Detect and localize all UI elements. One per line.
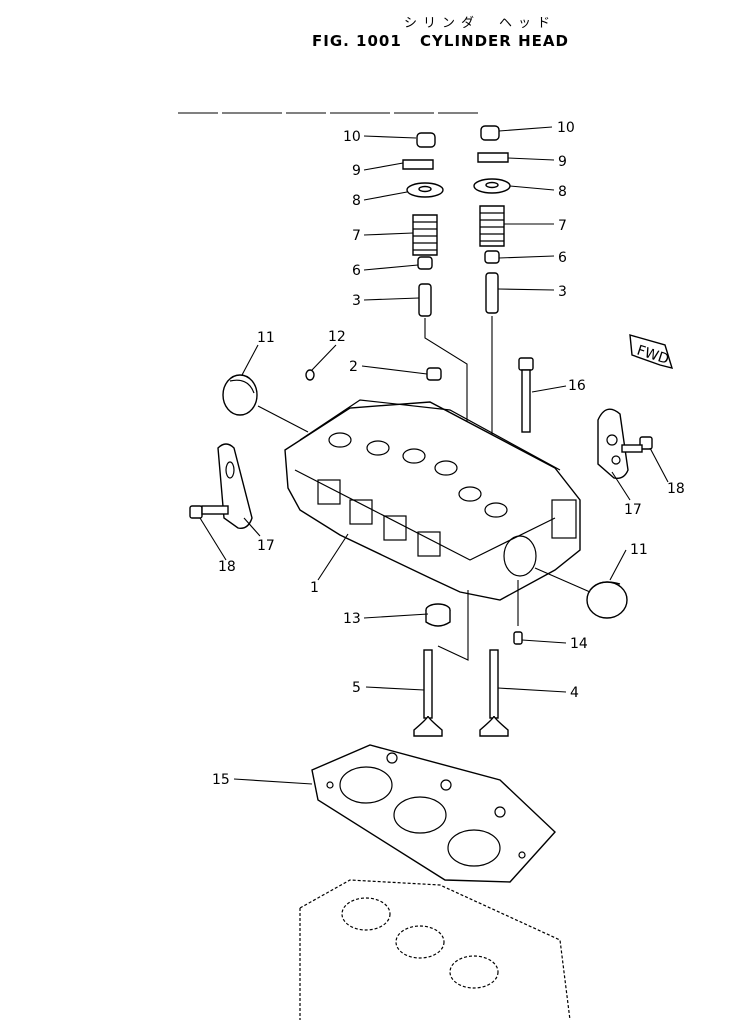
callout-7: 7 <box>352 228 361 244</box>
part-10-valve-cap[interactable] <box>480 125 500 141</box>
callout-13: 13 <box>343 611 361 627</box>
part-11-expansion-plug-left[interactable] <box>222 374 258 416</box>
part-1-cylinder-head[interactable] <box>284 399 581 601</box>
figure-number: FIG. 1001 <box>312 32 402 50</box>
part-6-valve-seal[interactable] <box>417 256 433 270</box>
figure-name: CYLINDER HEAD <box>420 32 569 50</box>
part-2-plug[interactable] <box>426 367 442 381</box>
callout-11: 11 <box>630 542 648 558</box>
part-6-valve-seal[interactable] <box>484 250 500 264</box>
part-7-valve-spring[interactable] <box>412 214 438 256</box>
callout-3: 3 <box>352 293 361 309</box>
callout-15: 15 <box>212 772 230 788</box>
callout-10: 10 <box>557 120 575 136</box>
callout-14: 14 <box>570 636 588 652</box>
cylinder-block-outline <box>299 879 571 1020</box>
part-16-bolt[interactable] <box>518 357 534 433</box>
part-9-cotter[interactable] <box>477 152 509 163</box>
callout-6: 6 <box>352 263 361 279</box>
part-17-bracket-right[interactable] <box>597 408 629 480</box>
part-13-seal-cup[interactable] <box>425 603 451 627</box>
part-9-cotter[interactable] <box>402 159 434 170</box>
callout-4: 4 <box>570 685 579 701</box>
title-japanese: シリンダ ヘッド <box>404 16 557 31</box>
part-17-bracket-left[interactable] <box>217 443 253 529</box>
part-3-valve-guide[interactable] <box>418 283 432 317</box>
callout-9: 9 <box>352 163 361 179</box>
part-11-expansion-plug-right[interactable] <box>586 581 628 619</box>
part-4-exhaust-valve[interactable] <box>479 649 509 737</box>
callout-17: 17 <box>624 502 642 518</box>
part-15-head-gasket[interactable] <box>311 744 556 883</box>
callout-11: 11 <box>257 330 275 346</box>
figure-title: FIG. 1001 CYLINDER HEAD <box>312 32 581 50</box>
part-18-bolt-right[interactable] <box>621 436 653 453</box>
part-18-bolt-left[interactable] <box>189 505 229 519</box>
callout-1: 1 <box>310 580 319 596</box>
callout-18: 18 <box>667 481 685 497</box>
part-12-dowel-pin[interactable] <box>305 369 315 381</box>
part-5-intake-valve[interactable] <box>413 649 443 737</box>
callout-9: 9 <box>558 154 567 170</box>
callout-16: 16 <box>568 378 586 394</box>
valve-stack-left <box>402 132 468 474</box>
part-10-valve-cap[interactable] <box>416 132 436 148</box>
callout-12: 12 <box>328 329 346 345</box>
leader-lines <box>199 126 669 785</box>
callout-8: 8 <box>558 184 567 200</box>
forward-direction-marker: FWD <box>629 334 674 369</box>
callout-8: 8 <box>352 193 361 209</box>
callout-2: 2 <box>349 359 358 375</box>
callout-5: 5 <box>352 680 361 696</box>
callout-7: 7 <box>558 218 567 234</box>
part-3-valve-guide[interactable] <box>485 272 499 314</box>
callout-18: 18 <box>218 559 236 575</box>
callout-3: 3 <box>558 284 567 300</box>
valve-stack-right <box>473 125 511 496</box>
part-14-dowel-pin[interactable] <box>513 631 523 645</box>
callout-10: 10 <box>343 129 361 145</box>
part-7-valve-spring[interactable] <box>479 205 505 247</box>
callout-17: 17 <box>257 538 275 554</box>
callout-6: 6 <box>558 250 567 266</box>
